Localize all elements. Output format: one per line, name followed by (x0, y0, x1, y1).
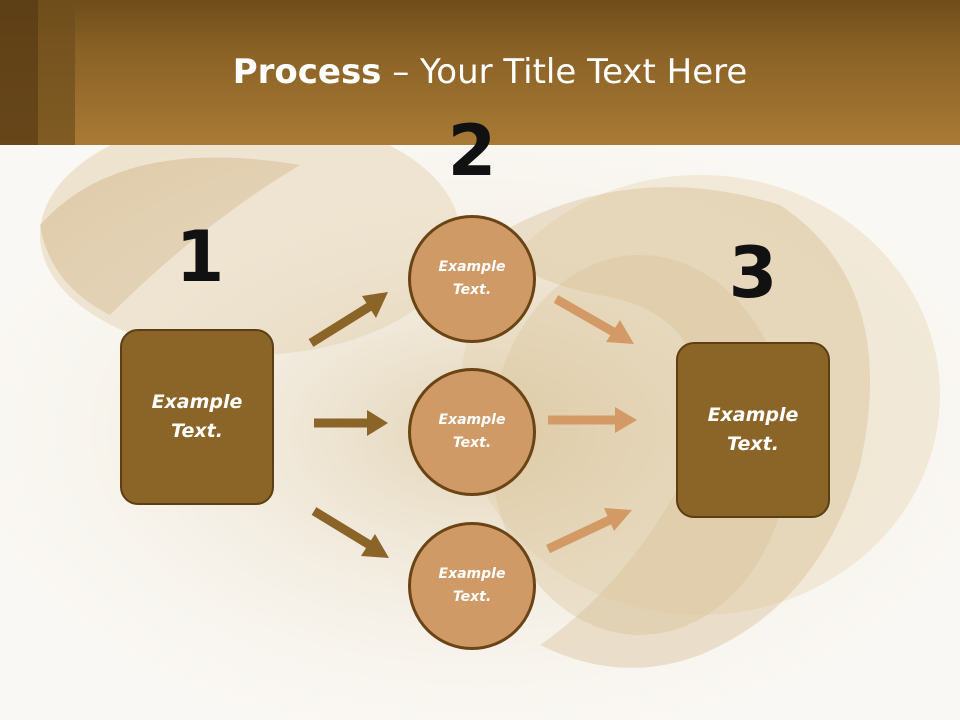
dark-arrow-down (311, 507, 389, 558)
light-arrow-down (553, 295, 634, 344)
slide-title: Process – Your Title Text Here (0, 52, 960, 92)
circle-top: Example Text. (408, 215, 536, 343)
step-number-3: 3 (728, 232, 778, 314)
light-arrow-up (546, 508, 632, 554)
header-accent-bar (0, 0, 38, 145)
title-bold: Process (232, 52, 382, 92)
title-rest: – Your Title Text Here (381, 52, 748, 92)
right-box: Example Text. (676, 342, 830, 518)
left-box: Example Text. (120, 329, 274, 505)
step-number-1: 1 (175, 216, 225, 298)
dark-arrow-up (308, 292, 388, 347)
header-accent-bar (38, 0, 75, 145)
dark-arrow-right (314, 410, 388, 436)
light-arrow-right (548, 407, 637, 433)
step-number-2: 2 (447, 110, 497, 192)
title-bar (0, 0, 960, 145)
circle-middle: Example Text. (408, 368, 536, 496)
circle-bottom: Example Text. (408, 522, 536, 650)
